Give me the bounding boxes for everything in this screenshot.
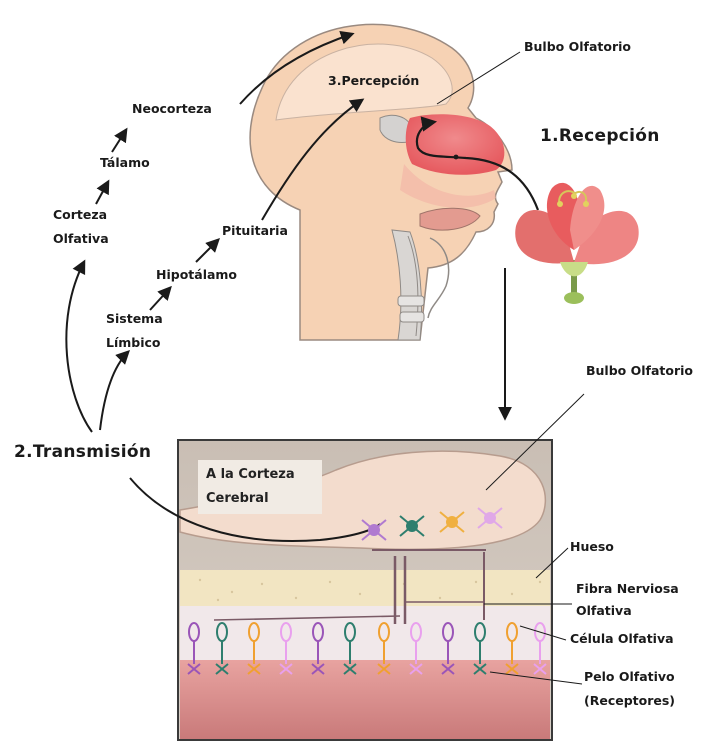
label-fibra-olfativa: Olfativa [576, 600, 632, 622]
label-hueso: Hueso [570, 536, 614, 558]
label-pelo-olfativo: Pelo Olfativo [584, 666, 675, 688]
olfactory-inset [130, 394, 584, 740]
label-a-la-corteza: A la Corteza [206, 464, 295, 486]
label-bulbo-olfatorio-bottom: Bulbo Olfatorio [586, 360, 693, 382]
label-talamo: Tálamo [100, 152, 150, 174]
label-limbico: Límbico [106, 332, 161, 354]
label-fibra-nerviosa: Fibra Nerviosa [576, 578, 679, 600]
label-hipotalamo: Hipotálamo [156, 264, 237, 286]
label-cerebral: Cerebral [206, 488, 269, 510]
label-neocorteza: Neocorteza [132, 98, 212, 120]
label-bulbo-olfatorio-top: Bulbo Olfatorio [524, 36, 631, 58]
label-transmision: 2.Transmisión [14, 442, 151, 462]
label-pituitaria: Pituitaria [222, 220, 288, 242]
label-celula-olfativa: Célula Olfativa [570, 628, 674, 650]
label-receptores: (Receptores) [584, 690, 675, 712]
label-recepcion: 1.Recepción [540, 126, 660, 146]
label-corteza: Corteza [53, 204, 107, 226]
label-sistema: Sistema [106, 308, 163, 330]
label-percepcion: 3.Percepción [328, 70, 419, 92]
label-olfativa: Olfativa [53, 228, 109, 250]
